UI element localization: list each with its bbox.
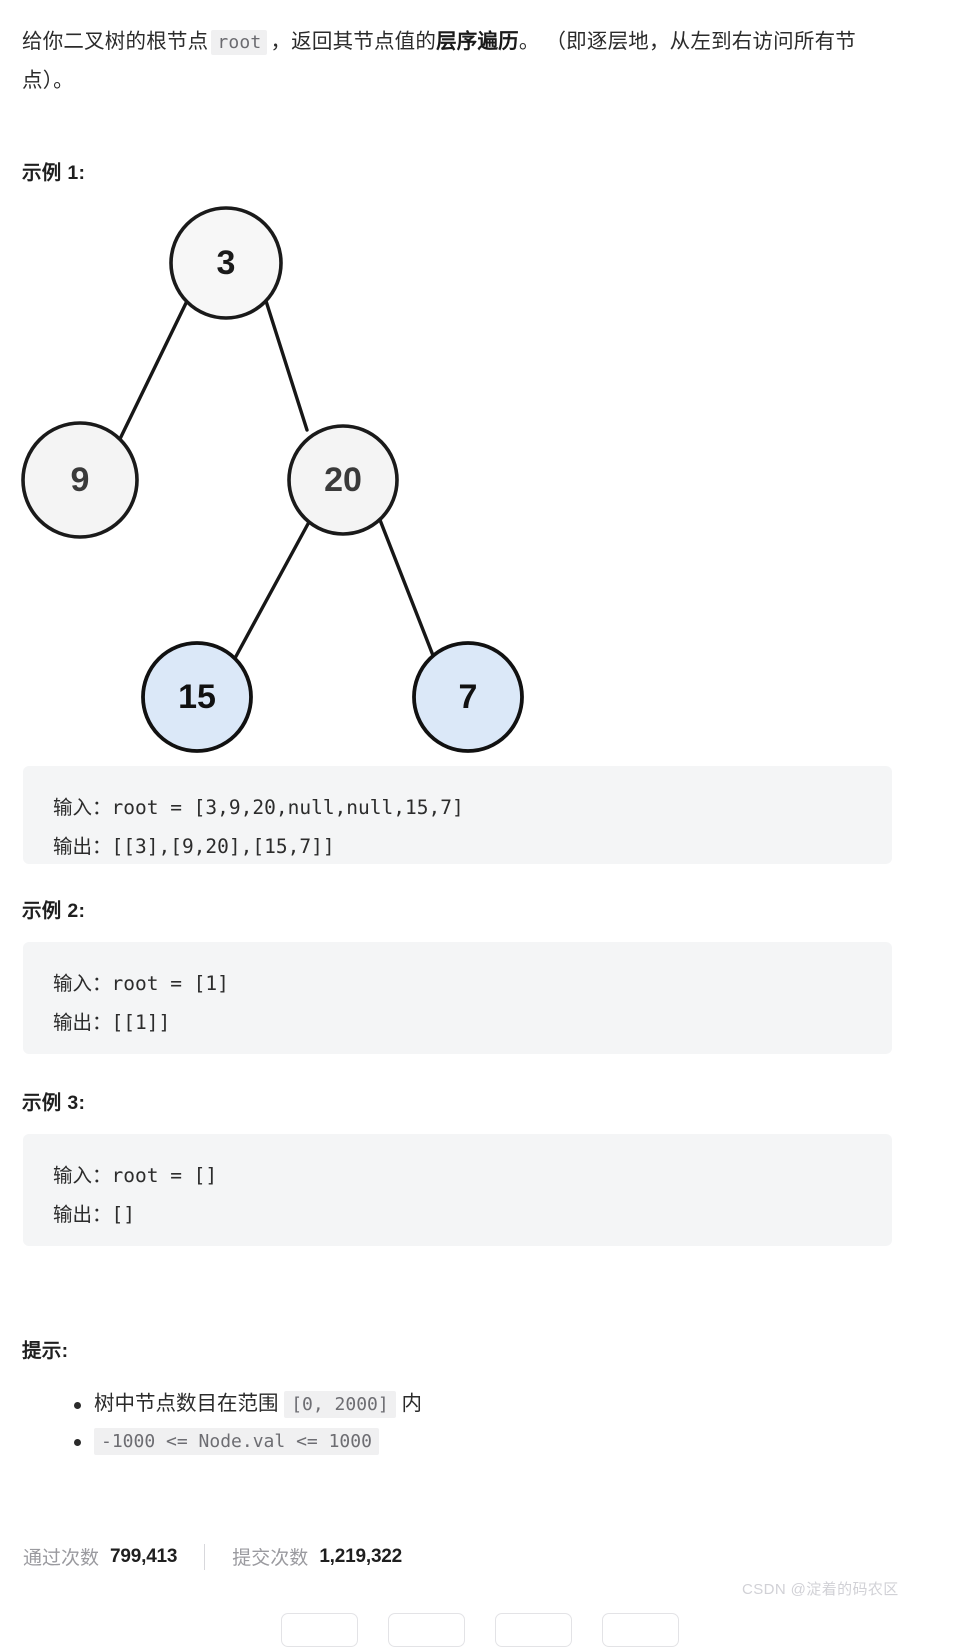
hint-item-node-count: 树中节点数目在范围 [0, 2000] 内 (22, 1386, 882, 1423)
hint-1-prefix: 树中节点数目在范围 (94, 1392, 279, 1415)
action-button-2[interactable] (387, 1613, 465, 1647)
hint-item-node-value-range: -1000 <= Node.val <= 1000 (22, 1423, 882, 1460)
submission-count-label: 提交次数 (232, 1548, 309, 1569)
accepted-count-label: 通过次数 (23, 1548, 100, 1569)
example-2-code-block: 输入：root = [1] 输出：[[1]] (23, 942, 892, 1054)
tree-node-20-label: 20 (324, 461, 362, 499)
example-1-code-block: 输入：root = [3,9,20,null,null,15,7] 输出：[[3… (23, 766, 892, 864)
tree-node-3-label: 3 (217, 244, 236, 282)
example-3-heading: 示例 3: (22, 1092, 86, 1114)
tree-node-7: 7 (412, 641, 524, 753)
example-2-input-line: 输入：root = [1] (53, 972, 229, 995)
tree-node-7-label: 7 (459, 678, 478, 716)
description-text-part3: 。 （即逐层地，从左到右访问所有节点）。 (22, 29, 856, 92)
action-button-1[interactable] (280, 1613, 358, 1647)
hint-1-code: [0, 2000] (284, 1391, 396, 1418)
action-button-3[interactable] (494, 1613, 572, 1647)
tree-node-15-label: 15 (178, 678, 216, 716)
tree-node-20: 20 (287, 424, 399, 536)
hints-list: 树中节点数目在范围 [0, 2000] 内 -1000 <= Node.val … (22, 1386, 882, 1460)
problem-stats: 通过次数 799,413 提交次数 1,219,322 (23, 1543, 402, 1570)
csdn-watermark: CSDN @淀着的码农区 (742, 1581, 899, 1598)
hint-1-suffix: 内 (401, 1392, 422, 1415)
action-button-4[interactable] (601, 1613, 679, 1647)
tree-node-15: 15 (141, 641, 253, 753)
tree-node-9: 9 (21, 421, 139, 539)
binary-tree-diagram: 3 9 20 15 7 (0, 190, 620, 770)
stats-divider (204, 1543, 206, 1570)
example-1-input-line: 输入：root = [3,9,20,null,null,15,7] (53, 796, 464, 819)
bottom-action-bar (0, 1613, 959, 1647)
tree-node-9-label: 9 (71, 461, 90, 499)
example-2-heading: 示例 2: (22, 900, 86, 922)
inline-code-root: root (211, 29, 268, 55)
edge-20-15 (232, 520, 311, 662)
example-2-output-line: 输出：[[1]] (53, 1011, 171, 1034)
hint-2-code: -1000 <= Node.val <= 1000 (94, 1428, 379, 1455)
example-1-output-line: 输出：[[3],[9,20],[15,7]] (53, 835, 335, 858)
description-text-part1: 给你二叉树的根节点 (22, 29, 209, 53)
example-3-output-line: 输出：[] (53, 1203, 135, 1226)
tree-edges (116, 299, 436, 662)
example-3-code-block: 输入：root = [] 输出：[] (23, 1134, 892, 1246)
hints-heading: 提示: (22, 1340, 69, 1362)
edge-3-20 (264, 299, 309, 432)
description-text-part2: ，返回其节点值的 (270, 29, 437, 53)
example-1-heading: 示例 1: (22, 162, 86, 184)
edge-3-9 (116, 299, 189, 445)
edge-20-7 (378, 518, 436, 660)
description-bold-term: 层序遍历 (436, 29, 519, 53)
example-3-input-line: 输入：root = [] (53, 1164, 218, 1187)
tree-node-3: 3 (169, 206, 283, 320)
submission-count-value: 1,219,322 (319, 1545, 403, 1567)
accepted-count-value: 799,413 (110, 1545, 178, 1567)
